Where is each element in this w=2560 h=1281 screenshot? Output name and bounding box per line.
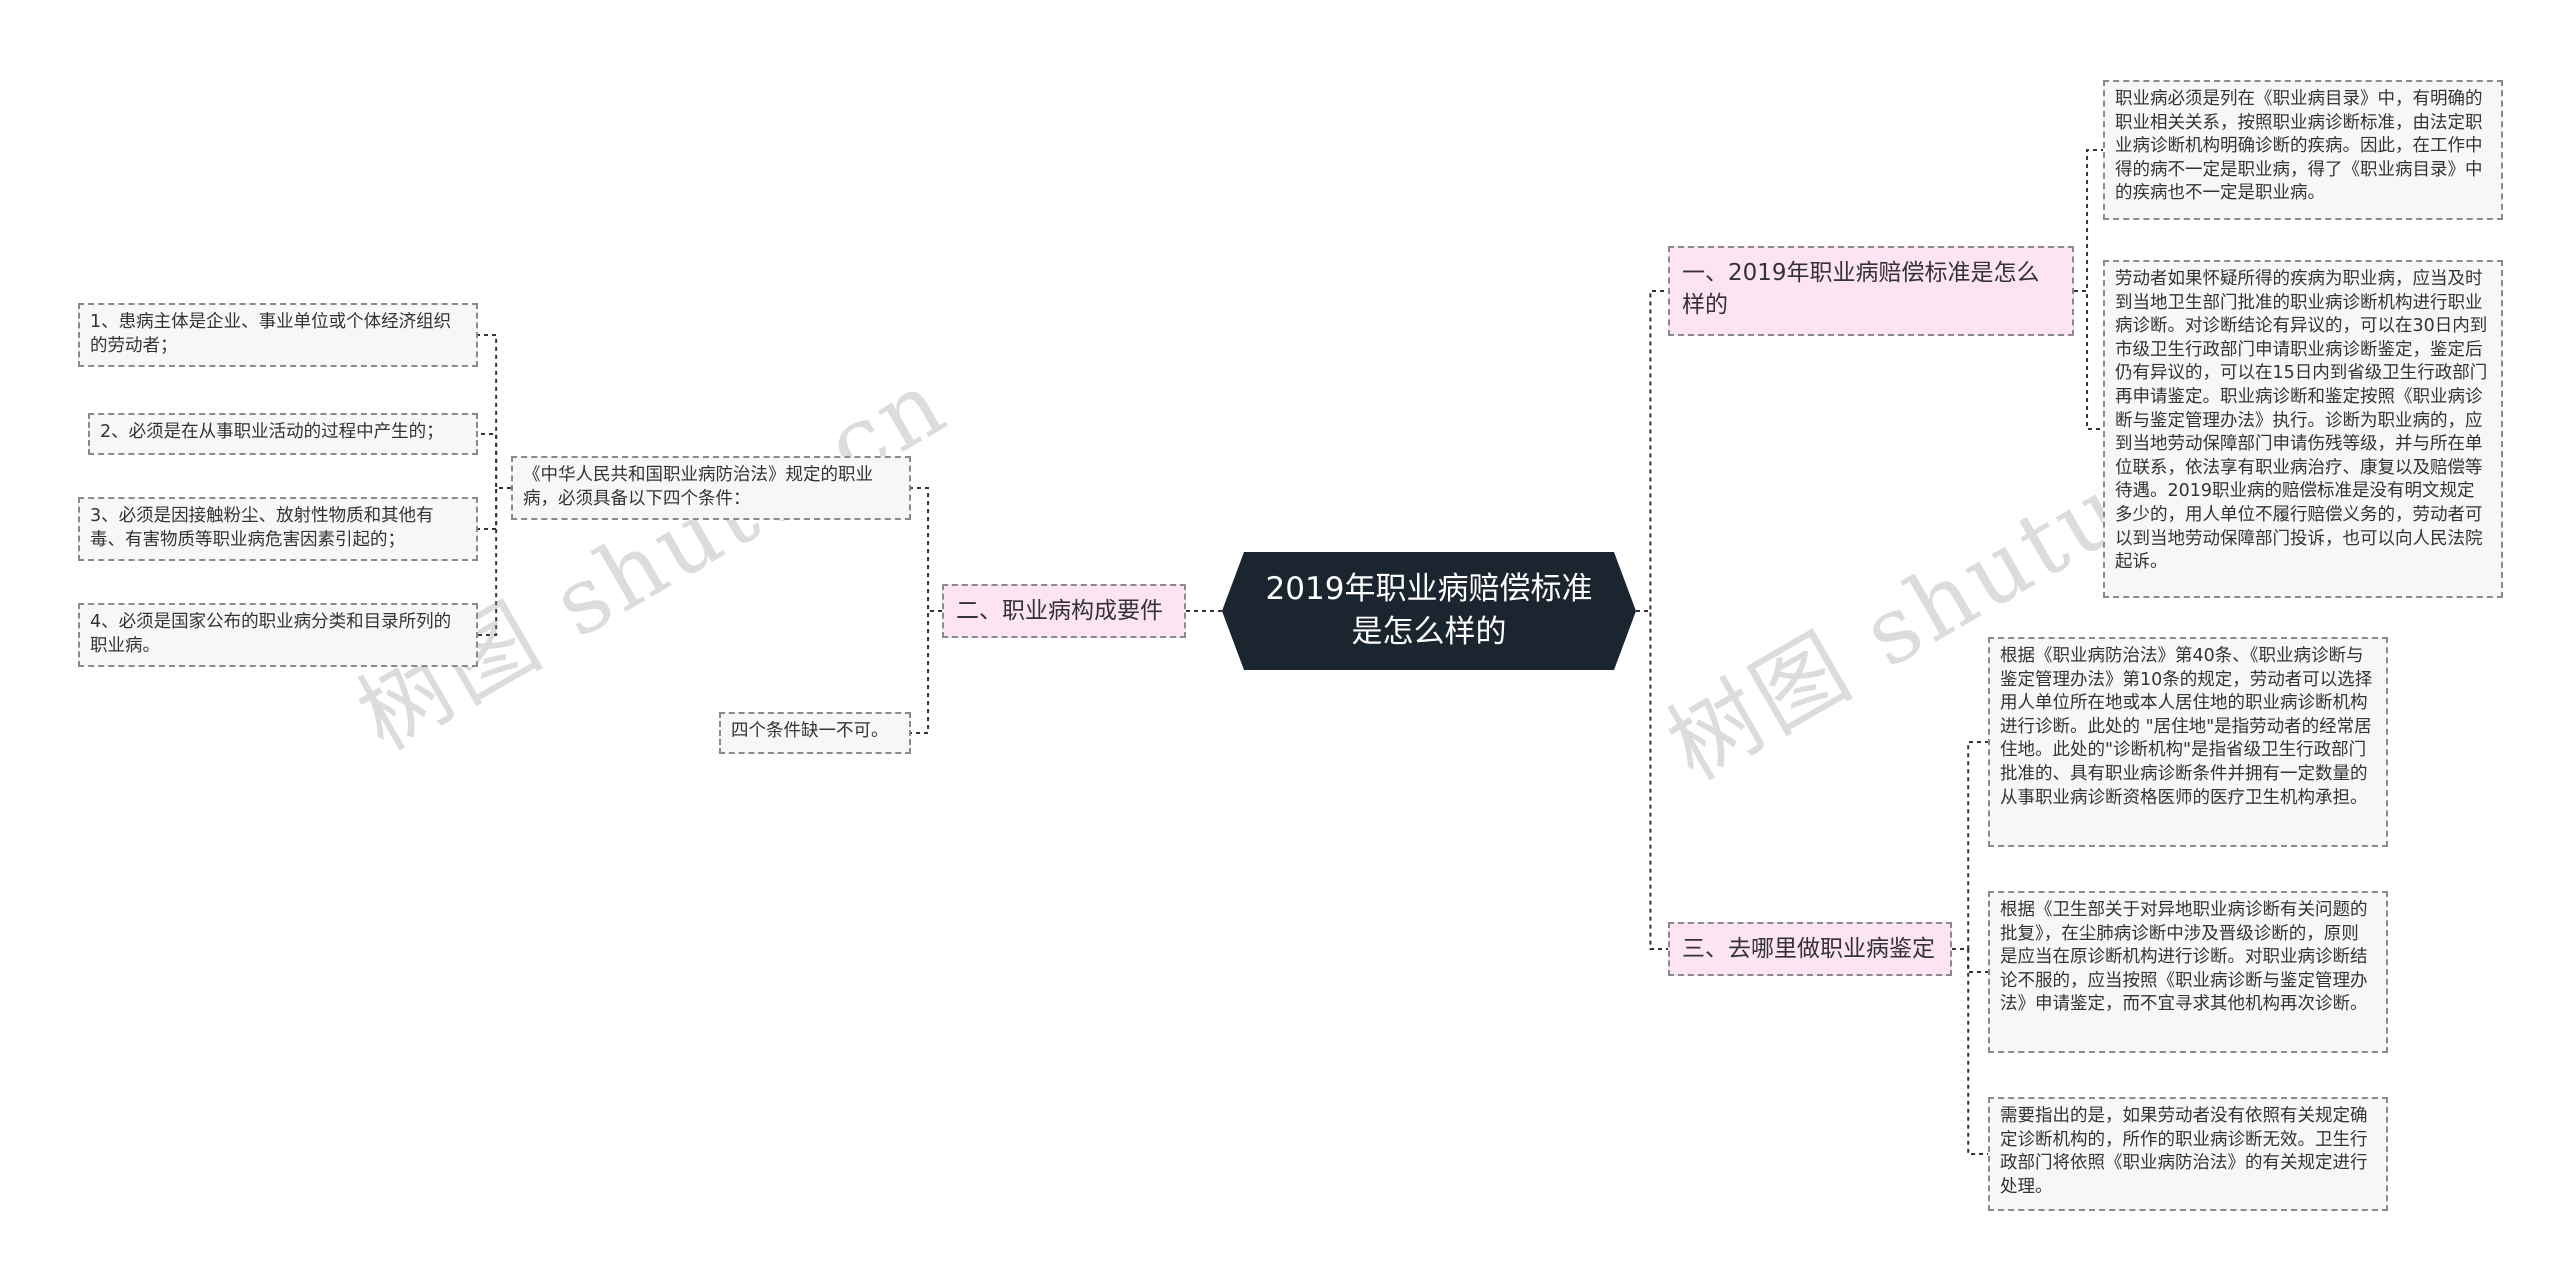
- condition-1[interactable]: 1、患病主体是企业、事业单位或个体经济组织的劳动者；: [78, 303, 478, 367]
- link-cond-1: [478, 334, 511, 489]
- leaf-diagnosis-process[interactable]: 劳动者如果怀疑所得的疾病为职业病，应当及时到当地卫生部门批准的职业病诊断机构进行…: [2103, 260, 2503, 598]
- root-topic[interactable]: 2019年职业病赔偿标准是怎么样的: [1222, 552, 1636, 670]
- leaf-all-required[interactable]: 四个条件缺一不可。: [719, 712, 911, 754]
- leaf-pneumoconiosis-reply[interactable]: 根据《卫生部关于对异地职业病诊断有关问题的批复》，在尘肺病诊断中涉及晋级诊断的，…: [1988, 891, 2388, 1053]
- link-cond-3: [478, 487, 511, 530]
- condition-4[interactable]: 4、必须是国家公布的职业病分类和目录所列的职业病。: [78, 603, 478, 667]
- branch-where-to-appraise[interactable]: 三、去哪里做职业病鉴定: [1668, 922, 1952, 976]
- condition-2[interactable]: 2、必须是在从事职业活动的过程中产生的；: [88, 413, 478, 455]
- leaf-definition[interactable]: 职业病必须是列在《职业病目录》中，有明确的职业相关关系，按照职业病诊断标准，由法…: [2103, 80, 2503, 220]
- root-topic-label: 2019年职业病赔偿标准是怎么样的: [1265, 571, 1593, 650]
- link-root-branch3: [1636, 610, 1668, 950]
- link-branch3-leaf3: [1952, 948, 1988, 1155]
- link-branch1-leaf1: [2074, 149, 2103, 292]
- link-root-branch1: [1636, 290, 1668, 612]
- leaf-diagnosis-location[interactable]: 根据《职业病防治法》第40条、《职业病诊断与鉴定管理办法》第10条的规定，劳动者…: [1988, 637, 2388, 847]
- link-branch2-leaf2: [911, 610, 942, 734]
- condition-3[interactable]: 3、必须是因接触粉尘、放射性物质和其他有毒、有害物质等职业病危害因素引起的；: [78, 497, 478, 561]
- branch-constituent-elements[interactable]: 二、职业病构成要件: [942, 584, 1186, 638]
- link-branch2-leaf1: [911, 487, 942, 612]
- link-branch1-leaf2: [2074, 290, 2103, 430]
- branch-compensation-standard[interactable]: 一、2019年职业病赔偿标准是怎么样的: [1668, 246, 2074, 336]
- leaf-invalid-diagnosis[interactable]: 需要指出的是，如果劳动者没有依照有关规定确定诊断机构的，所作的职业病诊断无效。卫…: [1988, 1097, 2388, 1211]
- link-branch3-leaf2: [1952, 948, 1988, 973]
- link-branch3-leaf1: [1952, 741, 1988, 950]
- leaf-law-conditions[interactable]: 《中华人民共和国职业病防治法》规定的职业病，必须具备以下四个条件：: [511, 456, 911, 520]
- link-cond-2: [478, 433, 511, 489]
